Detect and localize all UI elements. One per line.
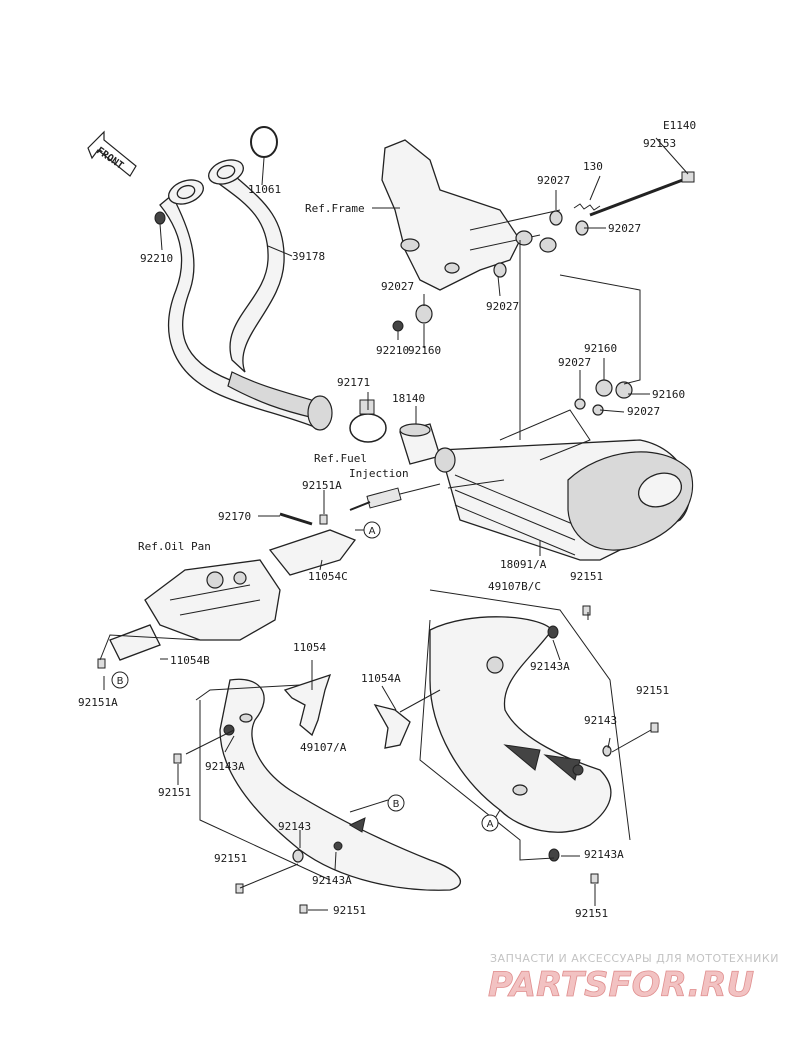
leader-lines bbox=[99, 137, 689, 911]
watermark-brand: PARTSFOR.RU bbox=[488, 965, 754, 1005]
ref-injection-label: Injection bbox=[349, 467, 409, 480]
ref-oil-pan-label: Ref.Oil Pan bbox=[138, 540, 211, 553]
label-92143A-d: 92143A bbox=[584, 848, 624, 861]
label-92151-e: 92151 bbox=[333, 904, 366, 917]
label-11054B: 11054B bbox=[170, 654, 210, 667]
label-92143A-c: 92143A bbox=[312, 874, 352, 887]
label-92143-b: 92143 bbox=[278, 820, 311, 833]
watermark-caption: ЗАПЧАСТИ И АКСЕССУАРЫ ДЛЯ МОТОТЕХНИКИ bbox=[490, 952, 779, 965]
label-92027-f: 92027 bbox=[627, 405, 660, 418]
label-92151-c: 92151 bbox=[158, 786, 191, 799]
callout-b-left: B bbox=[111, 671, 129, 689]
muffler-18091A bbox=[434, 409, 694, 561]
ref-frame-label: Ref.Frame bbox=[305, 202, 365, 215]
diagram-code: E1140 bbox=[663, 119, 696, 132]
bracket-11054B bbox=[109, 624, 161, 661]
label-92151A-a: 92151A bbox=[302, 479, 342, 492]
callout-a-upper: A bbox=[363, 521, 381, 539]
fastener-set-lower bbox=[97, 514, 659, 914]
label-92151A-b: 92151A bbox=[78, 696, 118, 709]
heat-shield-49107A bbox=[219, 678, 462, 891]
frame-bracket bbox=[381, 139, 561, 291]
label-49107A: 49107/A bbox=[300, 741, 347, 754]
label-92027-d: 92027 bbox=[486, 300, 519, 313]
label-92210-b: 92210 bbox=[376, 344, 409, 357]
spring-130 bbox=[573, 203, 601, 211]
exhaust-header-pipe bbox=[159, 159, 333, 431]
washer-set-upper bbox=[493, 210, 589, 278]
bracket-11054C bbox=[268, 529, 357, 576]
label-92151-a: 92151 bbox=[570, 570, 603, 583]
bracket-11054 bbox=[283, 673, 332, 737]
label-92143A-a: 92143A bbox=[530, 660, 570, 673]
ref-fuel-label: Ref.Fuel bbox=[314, 452, 367, 465]
label-18091A: 18091/A bbox=[500, 558, 547, 571]
svg-text:A: A bbox=[369, 526, 376, 537]
label-92170: 92170 bbox=[218, 510, 251, 523]
label-11054: 11054 bbox=[293, 641, 326, 654]
label-92027-b: 92027 bbox=[608, 222, 641, 235]
svg-text:A: A bbox=[487, 819, 494, 830]
callout-b-lower: B bbox=[387, 794, 405, 812]
label-39178: 39178 bbox=[292, 250, 325, 263]
bracket-11054A bbox=[373, 704, 411, 749]
oil-pan bbox=[144, 559, 281, 641]
label-92151-f: 92151 bbox=[575, 907, 608, 920]
o2-sensor bbox=[349, 483, 441, 511]
svg-text:B: B bbox=[393, 799, 400, 810]
label-92027-e: 92027 bbox=[558, 356, 591, 369]
label-92151-b: 92151 bbox=[636, 684, 669, 697]
label-11061: 11061 bbox=[248, 183, 281, 196]
label-92160-b: 92160 bbox=[584, 342, 617, 355]
label-92210-a: 92210 bbox=[140, 252, 173, 265]
nut-92210-left bbox=[154, 211, 166, 225]
svg-text:B: B bbox=[117, 676, 124, 687]
grommet-mid bbox=[392, 304, 433, 332]
part-labels: E1140 92153 11061 130 92027 Ref.Frame 92… bbox=[78, 119, 696, 920]
label-49107BC: 49107B/C bbox=[488, 580, 541, 593]
grommet-right bbox=[574, 379, 633, 416]
label-18140: 18140 bbox=[392, 392, 425, 405]
label-92143A-b: 92143A bbox=[205, 760, 245, 773]
label-11054C: 11054C bbox=[308, 570, 348, 583]
front-arrow-icon: FRONT bbox=[87, 130, 137, 177]
label-92027-a: 92027 bbox=[537, 174, 570, 187]
label-92151-d: 92151 bbox=[214, 852, 247, 865]
label-130: 130 bbox=[583, 160, 603, 173]
label-11054A: 11054A bbox=[361, 672, 401, 685]
label-92160-c: 92160 bbox=[652, 388, 685, 401]
bolt-92170 bbox=[279, 512, 313, 526]
label-92171: 92171 bbox=[337, 376, 370, 389]
clamp-92171 bbox=[349, 399, 387, 443]
callout-a-lower: A bbox=[481, 814, 499, 832]
gasket-ring bbox=[250, 126, 278, 158]
site-watermark: ЗАПЧАСТИ И АКСЕССУАРЫ ДЛЯ МОТОТЕХНИКИ PA… bbox=[488, 952, 779, 1005]
bolt-92153 bbox=[589, 171, 695, 217]
sleeve-18140 bbox=[399, 423, 441, 465]
label-92153: 92153 bbox=[643, 137, 676, 150]
label-92160-a: 92160 bbox=[408, 344, 441, 357]
label-92143-a: 92143 bbox=[584, 714, 617, 727]
label-92027-c: 92027 bbox=[381, 280, 414, 293]
